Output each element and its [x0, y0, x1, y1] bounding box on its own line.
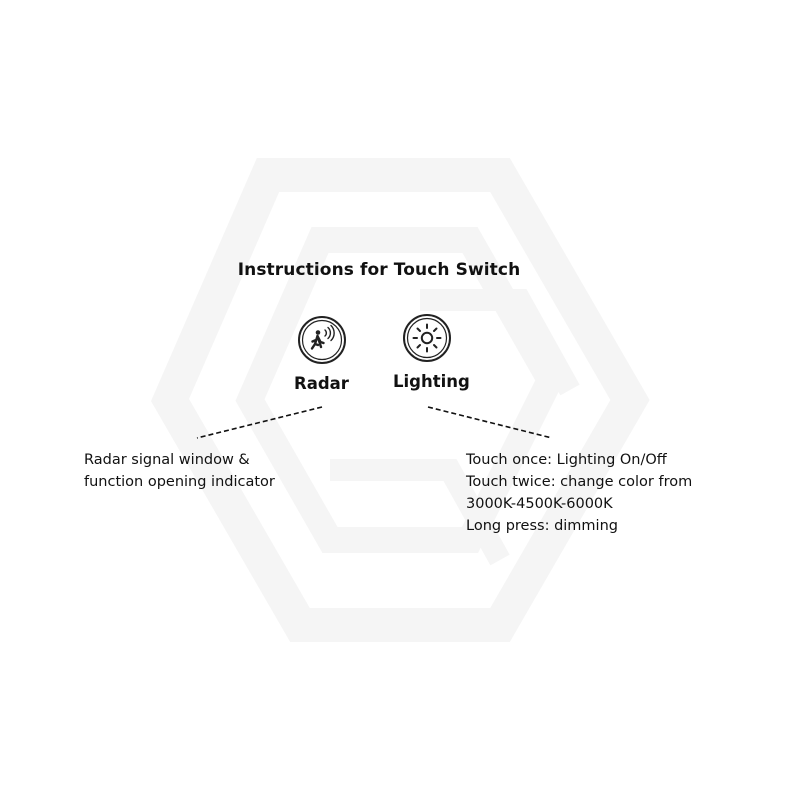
lighting-description: Touch once: Lighting On/Off Touch twice:…: [466, 449, 692, 537]
page-title: Instructions for Touch Switch: [237, 260, 521, 280]
sun-icon: [403, 314, 451, 362]
lighting-description-line: 3000K-4500K-6000K: [466, 496, 613, 512]
lighting-description-line: Long press: dimming: [466, 518, 618, 534]
lighting-label: Lighting: [393, 372, 470, 391]
lighting-leader-line: [427, 406, 553, 439]
radar-person-icon: [298, 316, 346, 364]
radar-description-line: function opening indicator: [84, 474, 275, 490]
lighting-description-line: Touch twice: change color from: [466, 474, 693, 490]
radar-description: Radar signal window & function opening i…: [84, 449, 275, 493]
lighting-description-line: Touch once: Lighting On/Off: [466, 452, 667, 468]
radar-leader-line: [196, 406, 323, 439]
radar-description-line: Radar signal window &: [84, 452, 250, 468]
radar-label: Radar: [294, 374, 349, 393]
